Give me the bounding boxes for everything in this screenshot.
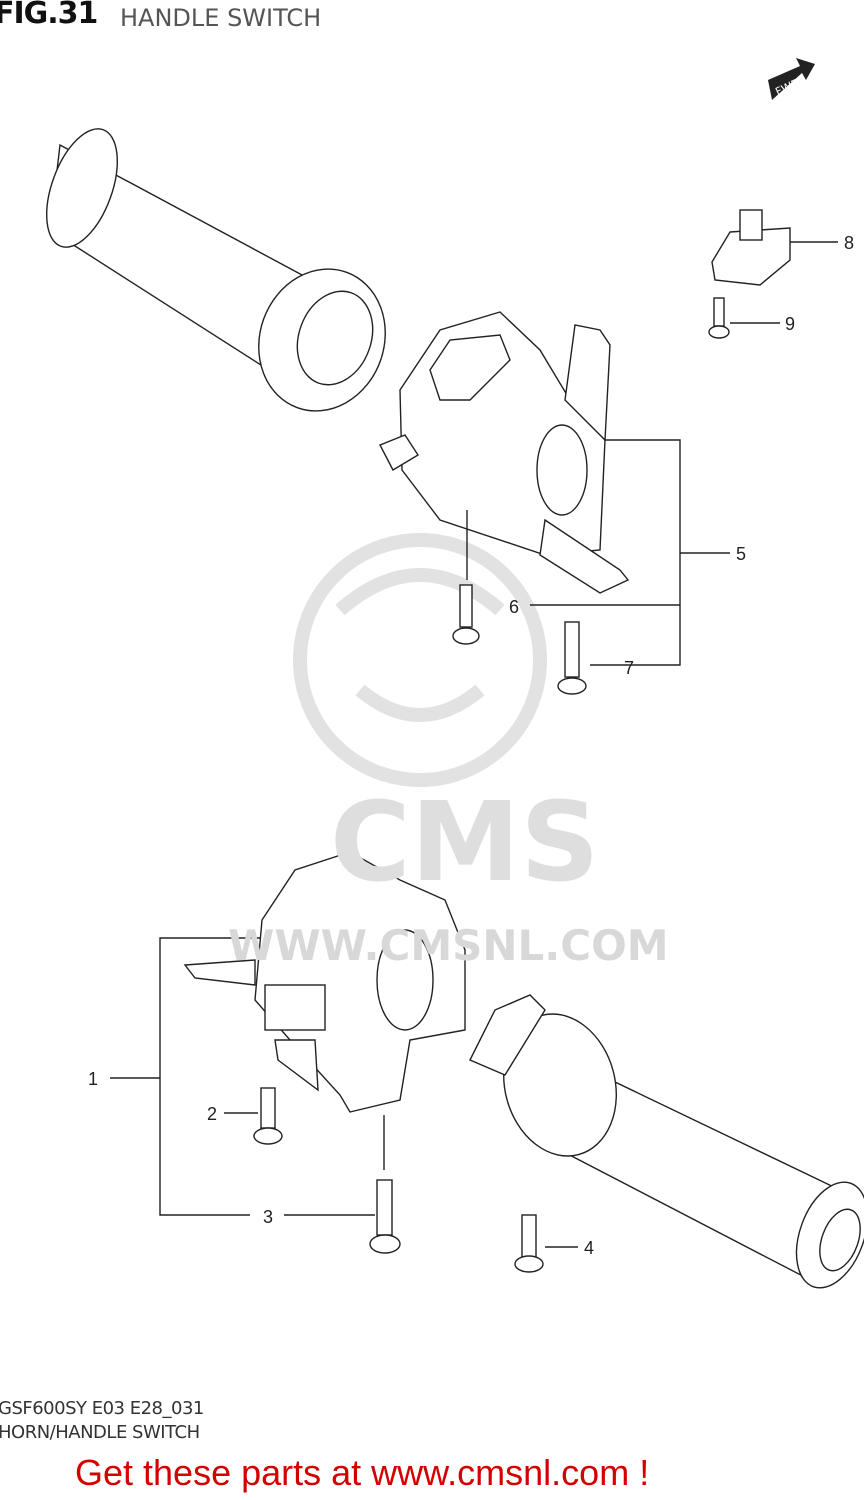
part-8-switch xyxy=(711,209,838,286)
watermark-url: WWW.CMSNL.COM xyxy=(228,921,669,970)
grip-left xyxy=(46,128,386,412)
callout-4: 4 xyxy=(584,1238,594,1258)
part-7-screw xyxy=(557,621,587,695)
callout-5: 5 xyxy=(736,544,746,564)
grip-right xyxy=(469,994,864,1289)
part-1-switch-housing xyxy=(110,851,466,1216)
page-title: HANDLE SWITCH xyxy=(120,4,322,32)
callout-9: 9 xyxy=(785,314,795,334)
callout-8: 8 xyxy=(844,233,854,253)
fwd-arrow-icon xyxy=(768,58,815,100)
callout-1: 1 xyxy=(88,1069,98,1089)
callout-2: 2 xyxy=(207,1104,217,1124)
part-3-screw xyxy=(369,1179,401,1254)
watermark-brand: CMS xyxy=(330,778,599,906)
callout-7: 7 xyxy=(624,658,634,678)
callout-3: 3 xyxy=(263,1207,273,1227)
callout-6: 6 xyxy=(509,597,519,617)
part-2-screw xyxy=(224,1087,283,1145)
promo-link[interactable]: Get these parts at www.cmsnl.com ! xyxy=(75,1452,650,1493)
part-6-screw xyxy=(452,584,480,645)
part-9-screw xyxy=(708,297,780,339)
section-name: HORN/HANDLE SWITCH xyxy=(0,1422,200,1443)
model-code: GSF600SY E03 E28_031 xyxy=(0,1398,204,1419)
figure-number: FIG.31 xyxy=(0,0,98,31)
part-4-screw xyxy=(514,1214,578,1273)
part-5-switch-housing xyxy=(379,311,730,666)
watermark-graphic xyxy=(293,533,547,787)
